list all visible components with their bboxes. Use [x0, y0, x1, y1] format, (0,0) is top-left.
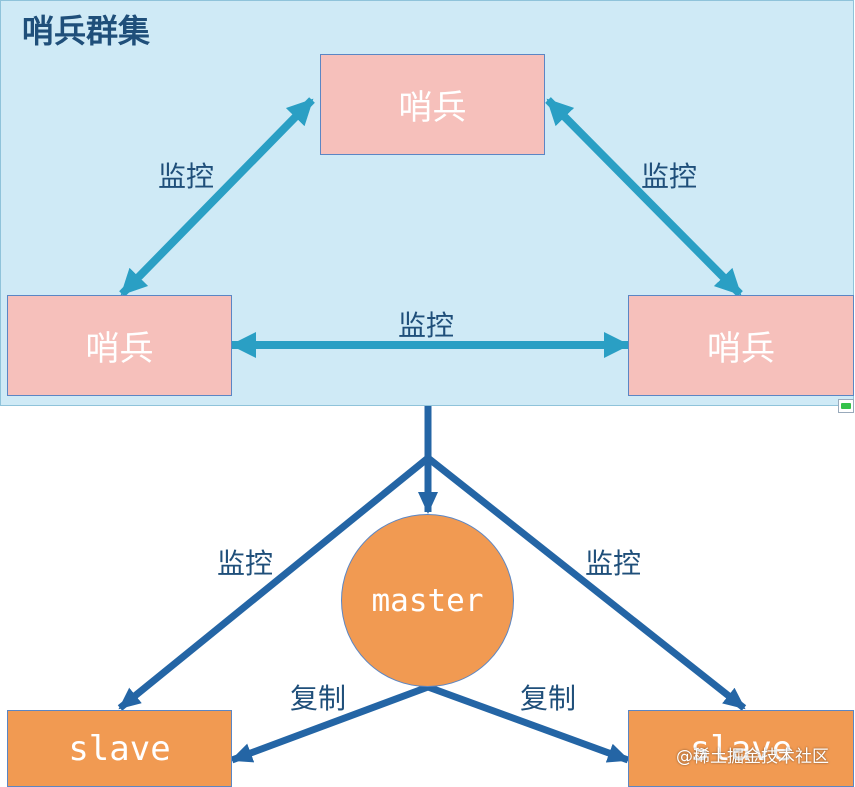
resize-handle-icon[interactable]: [838, 399, 854, 413]
arrow-replicate-left: [230, 683, 430, 764]
sentinel-node-right[interactable]: 哨兵: [628, 295, 854, 396]
slave-node-left[interactable]: slave: [7, 710, 232, 787]
slave-left-label: slave: [68, 728, 171, 769]
arrow-replicate-right: [426, 683, 630, 764]
label-monitor-bottom: 监控: [398, 309, 455, 342]
sentinel-right-label: 哨兵: [707, 329, 775, 369]
sentinel-node-top[interactable]: 哨兵: [320, 54, 545, 155]
arrow-sentinel-top-right: [545, 97, 743, 297]
label-monitor-slave-right: 监控: [585, 547, 642, 580]
slave-node-right[interactable]: slave: [628, 710, 854, 787]
label-monitor-slave-left: 监控: [217, 547, 274, 580]
label-replicate-left: 复制: [290, 682, 347, 715]
label-monitor-top-right: 监控: [641, 160, 698, 193]
master-node[interactable]: master: [341, 514, 514, 687]
cluster-title: 哨兵群集: [22, 12, 151, 50]
arrow-monitor-slave-right: [425, 455, 747, 711]
sentinel-left-label: 哨兵: [85, 329, 154, 369]
slave-right-label: slave: [689, 728, 793, 769]
label-replicate-right: 复制: [520, 682, 577, 715]
label-monitor-top-left: 监控: [158, 160, 215, 193]
sentinel-top-label: 哨兵: [398, 88, 467, 128]
arrow-monitor-slave-left: [117, 455, 431, 711]
arrow-sentinel-top-left: [119, 97, 315, 297]
sentinel-node-left[interactable]: 哨兵: [7, 295, 232, 396]
master-label: master: [371, 582, 484, 619]
watermark-text: @稀土掘金技术社区: [676, 747, 829, 767]
